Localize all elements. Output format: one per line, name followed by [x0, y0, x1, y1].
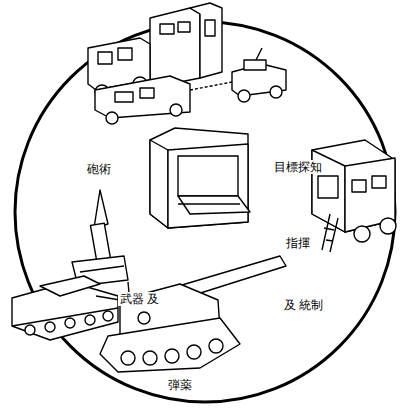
- tracked-vehicle: [12, 276, 120, 340]
- computer-terminal: [150, 128, 250, 228]
- cycle-circle: [15, 22, 395, 402]
- target-acquisition-vehicles: [88, 3, 286, 124]
- caption-label: 及 統制: [282, 298, 325, 312]
- command-truck: [312, 140, 396, 252]
- caption-label: 弾薬: [166, 378, 194, 392]
- missile-launcher: [72, 190, 128, 286]
- self-propelled-gun: [100, 256, 286, 372]
- caption-label: 武器 及: [118, 292, 161, 306]
- caption-label: 目標探知: [272, 160, 324, 174]
- caption-label: 砲術: [85, 162, 113, 176]
- caption-label: 指揮: [284, 236, 312, 250]
